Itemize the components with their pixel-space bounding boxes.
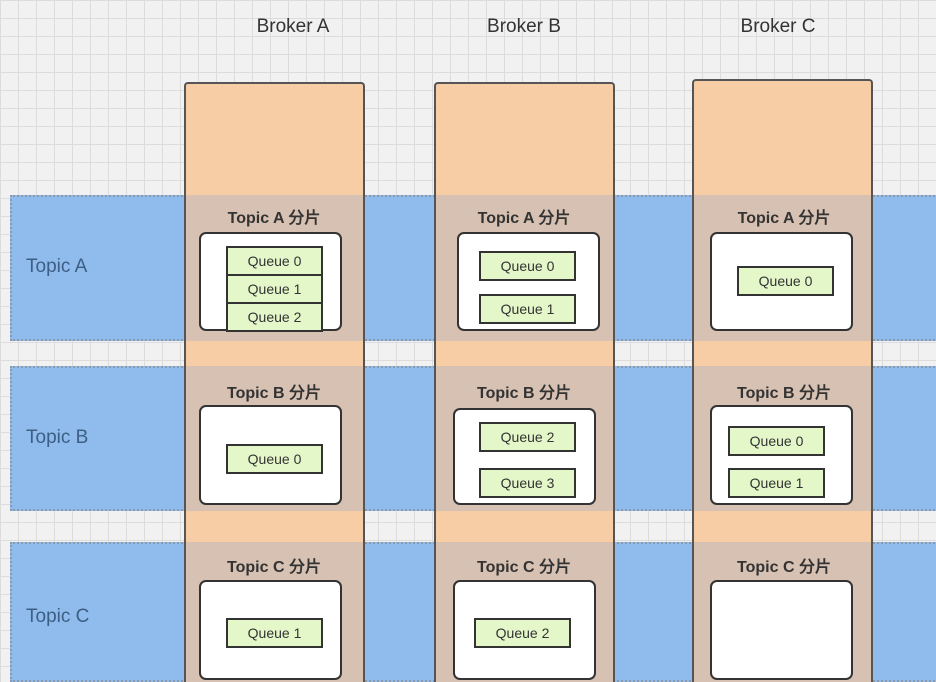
topic-b-label: Topic B [26, 427, 89, 448]
queue-item: Queue 2 [474, 618, 571, 648]
queue-item: Queue 0 [226, 444, 323, 474]
queue-item: Queue 0 [737, 266, 834, 296]
broker-b-topic-a-section-title: Topic A 分片 [477, 210, 571, 227]
broker-b-topic-c-section-title: Topic C 分片 [477, 559, 571, 576]
queue-item: Queue 3 [479, 468, 576, 498]
broker-a-topic-c-section-title: Topic C 分片 [227, 559, 321, 576]
broker-b-title: Broker B [487, 16, 561, 37]
broker-c-title: Broker C [740, 16, 816, 37]
queue-item: Queue 0 [479, 251, 576, 281]
queue-item: Queue 2 [479, 422, 576, 452]
broker-a-topic-b-section-title: Topic B 分片 [227, 385, 321, 402]
topic-a-label: Topic A [26, 256, 88, 277]
broker-a-title: Broker A [256, 16, 330, 37]
broker-c-topic-a-section-title: Topic A 分片 [737, 210, 831, 227]
queue-item: Queue 1 [226, 274, 323, 304]
queue-item: Queue 1 [226, 618, 323, 648]
queue-item: Queue 1 [479, 294, 576, 324]
queue-item: Queue 0 [226, 246, 323, 276]
queue-item: Queue 2 [226, 302, 323, 332]
broker-c-topic-c-section-title: Topic C 分片 [737, 559, 831, 576]
broker-a-topic-a-section-title: Topic A 分片 [227, 210, 321, 227]
queue-item: Queue 1 [728, 468, 825, 498]
broker-b-topic-b-section-title: Topic B 分片 [477, 385, 571, 402]
broker-c-topic-b-section-title: Topic B 分片 [737, 385, 831, 402]
queue-item: Queue 0 [728, 426, 825, 456]
topic-c-label: Topic C [26, 606, 90, 627]
broker-c-topic-c-box [710, 580, 853, 680]
